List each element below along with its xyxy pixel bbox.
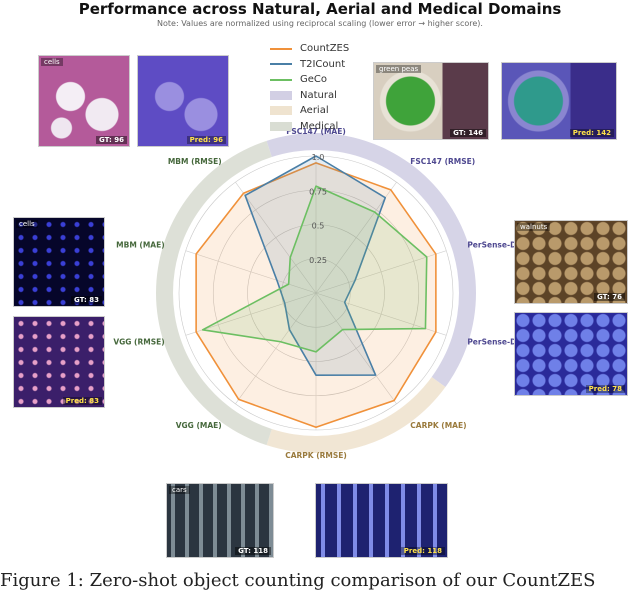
grid-spoke <box>235 181 317 294</box>
grid-spoke <box>315 292 397 405</box>
thumbnail-tag: green peas <box>376 65 422 73</box>
radial-tick-label: 0.5 <box>312 222 325 231</box>
thumbnail-tag: cars <box>169 486 190 494</box>
thumbnail-count: Pred: 142 <box>569 129 614 137</box>
thumbnail-count: Pred: 96 <box>186 136 226 144</box>
axis-label: FSC147 (MAE) <box>286 127 346 136</box>
axis-label: FSC147 (RMSE) <box>410 157 475 166</box>
axis-label: PerSense-D (MAE) <box>467 240 544 249</box>
thumbnail-tag: cells <box>41 58 63 66</box>
thumbnail-fluor-cells-pred: Pred: 83 <box>13 316 105 408</box>
chart-legend: CountZES T2ICount GeCo Natural Aerial Me… <box>270 41 349 134</box>
axis-label: CARPK (MAE) <box>410 421 466 430</box>
legend-item-countzes: CountZES <box>270 41 349 57</box>
radial-tick-label: 0.25 <box>309 256 327 265</box>
figure-caption: Figure 1: Zero-shot object counting comp… <box>0 570 596 591</box>
thumbnail-walnuts-gt: walnuts GT: 76 <box>514 220 628 304</box>
axis-label: MBM (MAE) <box>116 240 165 249</box>
axis-label: VGG (RMSE) <box>113 338 164 347</box>
legend-item-medical: Medical <box>270 119 349 135</box>
legend-item-geco: GeCo <box>270 72 349 88</box>
axis-label: CARPK (RMSE) <box>285 451 347 460</box>
legend-item-natural: Natural <box>270 88 349 104</box>
thumbnail-cars-gt: cars GT: 118 <box>166 483 274 558</box>
legend-label: CountZES <box>300 43 350 55</box>
domain-ring-natural <box>266 133 477 388</box>
legend-item-t2icount: T2ICount <box>270 57 349 73</box>
thumbnail-count: Pred: 118 <box>400 547 445 555</box>
legend-swatch <box>270 47 292 50</box>
thumbnail-count: GT: 83 <box>71 296 102 304</box>
legend-swatch <box>270 106 292 116</box>
axis-label: MBM (RMSE) <box>168 157 222 166</box>
radial-tick-label: 1.0 <box>312 153 325 162</box>
grid-spoke <box>315 250 447 294</box>
radial-tick-label: 0.75 <box>309 187 327 196</box>
grid-spoke <box>315 181 397 294</box>
thumbnail-cells-pred: Pred: 96 <box>137 55 229 147</box>
thumbnail-tag: walnuts <box>517 223 551 231</box>
legend-label: GeCo <box>300 74 328 86</box>
thumbnail-cars-pred: Pred: 118 <box>315 483 448 558</box>
axis-label: PerSense-D (RMSE) <box>467 338 549 347</box>
domain-ring-aerial <box>266 377 446 453</box>
grid-spoke <box>185 292 317 336</box>
thumbnail-tag: cells <box>16 220 38 228</box>
series-t2icount <box>244 155 387 377</box>
domain-ring-medical <box>156 140 272 446</box>
legend-swatch <box>270 90 292 100</box>
legend-swatch <box>270 63 292 66</box>
legend-label: T2ICount <box>300 58 346 70</box>
series-geco <box>201 185 428 353</box>
thumbnail-count: Pred: 78 <box>585 385 625 393</box>
series-countzes <box>195 162 437 429</box>
chart-title: Performance across Natural, Aerial and M… <box>78 0 562 18</box>
legend-label: Aerial <box>300 105 329 117</box>
thumbnail-peas-gt: green peas GT: 146 <box>373 62 489 140</box>
thumbnail-cells-gt: cells GT: 96 <box>38 55 130 147</box>
thumbnail-walnuts-pred: Pred: 78 <box>514 312 628 396</box>
thumbnail-count: Pred: 83 <box>62 397 102 405</box>
thumbnail-fluor-cells-gt: cells GT: 83 <box>13 217 105 307</box>
thumbnail-count: GT: 146 <box>450 129 486 137</box>
axis-label: VGG (MAE) <box>176 421 222 430</box>
grid-spoke <box>185 250 317 294</box>
grid-spoke <box>235 292 317 405</box>
thumbnail-count: GT: 118 <box>235 547 271 555</box>
legend-swatch <box>270 121 292 131</box>
legend-label: Medical <box>300 120 339 132</box>
thumbnail-count: GT: 96 <box>96 136 127 144</box>
thumbnail-count: GT: 76 <box>594 293 625 301</box>
chart-note: Note: Values are normalized using recipr… <box>157 19 483 28</box>
legend-swatch <box>270 78 292 81</box>
legend-item-aerial: Aerial <box>270 103 349 119</box>
legend-label: Natural <box>300 89 337 101</box>
thumbnail-peas-pred: Pred: 142 <box>501 62 617 140</box>
